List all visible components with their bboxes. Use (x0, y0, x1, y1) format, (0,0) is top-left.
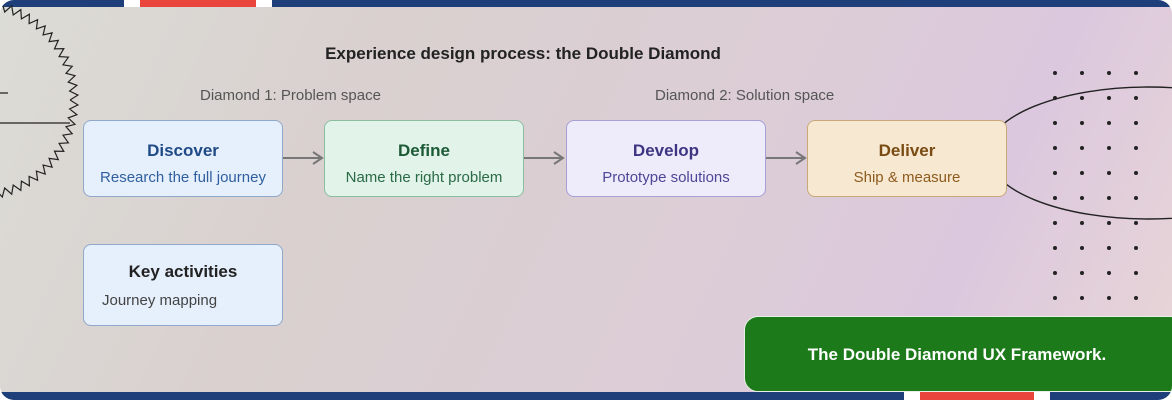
stage-subtitle: Prototype solutions (602, 169, 730, 186)
stage-title: Deliver (878, 141, 936, 160)
key-activities-title: Key activities (128, 262, 238, 281)
caption-text: The Double Diamond UX Framework. (807, 345, 1107, 364)
bottom-accent-flag (904, 392, 1050, 400)
stage-title: Develop (632, 141, 700, 160)
stage-subtitle: Ship & measure (853, 169, 961, 186)
dot-grid-decoration (986, 71, 1172, 300)
diagram-title: Experience design process: the Double Di… (325, 44, 721, 63)
phase-label-solution-space: Diamond 2: Solution space (655, 87, 835, 104)
phase-label-problem-space: Diamond 1: Problem space (200, 87, 381, 104)
zigzag-circle-decoration (0, 1, 80, 199)
stage-title: Discover (147, 141, 219, 160)
stage-card-discover: Discover Research the full journey (83, 120, 283, 197)
stage-title: Define (398, 141, 450, 160)
bottom-border-bar (0, 392, 1172, 400)
stage-card-develop: Develop Prototype solutions (566, 120, 766, 197)
arrow-icon (524, 151, 565, 165)
stage-card-deliver: Deliver Ship & measure (807, 120, 1007, 197)
key-activities-card: Key activities Journey mapping (83, 244, 283, 326)
arrow-icon (766, 151, 807, 165)
top-accent-flag (124, 0, 272, 7)
stage-card-define: Define Name the right problem (324, 120, 524, 197)
top-border-bar (0, 0, 1172, 7)
arrow-icon (283, 151, 324, 165)
caption-banner: The Double Diamond UX Framework. (744, 316, 1172, 392)
key-activity-item: Journey mapping (102, 292, 218, 309)
stage-subtitle: Research the full journey (100, 169, 266, 186)
stage-subtitle: Name the right problem (345, 169, 503, 186)
